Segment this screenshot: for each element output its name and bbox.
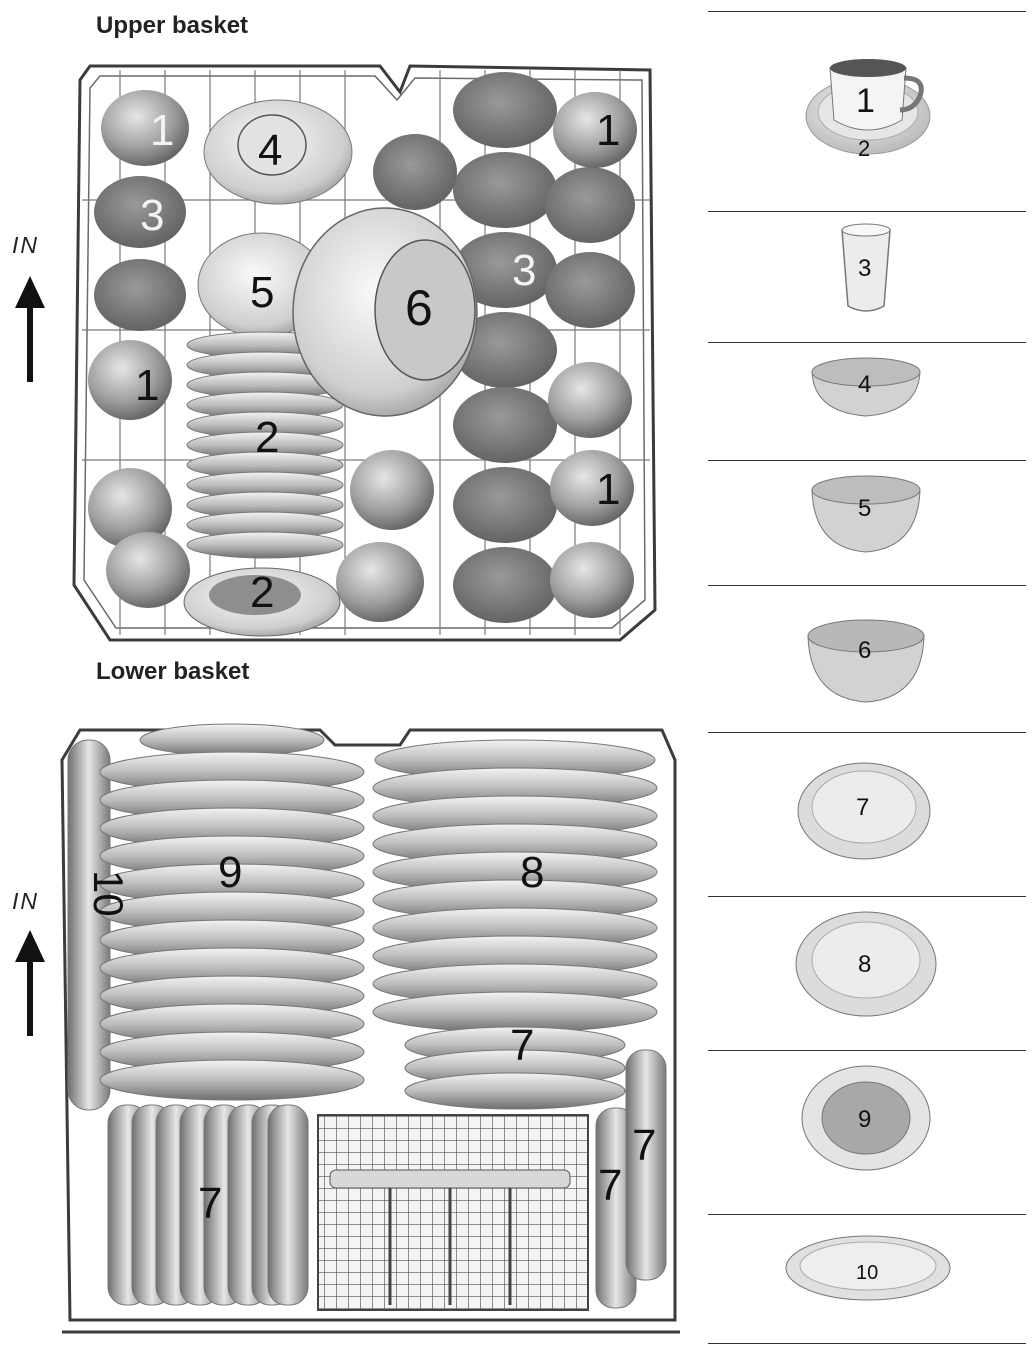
saucer-stack bbox=[186, 331, 344, 559]
legend-divider bbox=[708, 1214, 1026, 1215]
legend-glass: 3 bbox=[841, 223, 891, 312]
label-bowl-5: 5 bbox=[250, 268, 274, 317]
cup-group bbox=[88, 90, 637, 622]
upper-basket-frame bbox=[72, 64, 657, 642]
legend-cup-saucer: 1 2 bbox=[805, 59, 931, 161]
legend-plate-dinner: 8 bbox=[795, 911, 937, 1017]
upper-basket-title: Upper basket bbox=[96, 12, 249, 39]
legend-label-4: 4 bbox=[858, 371, 871, 398]
legend-divider bbox=[708, 342, 1026, 343]
legend-plate-dessert: 7 bbox=[797, 762, 931, 860]
legend-divider bbox=[708, 211, 1026, 212]
legend-divider bbox=[708, 585, 1026, 586]
label-bowl-6: 6 bbox=[405, 280, 433, 336]
legend-divider bbox=[708, 896, 1026, 897]
label-saucer-stack: 2 bbox=[255, 413, 279, 462]
legend-label-10: 10 bbox=[856, 1262, 878, 1284]
legend-bowl-small: 4 bbox=[811, 357, 921, 417]
upper-basket-inner-frame bbox=[83, 75, 646, 629]
lower-basket: 10 9 8 7 7 7 7 bbox=[60, 723, 680, 1334]
legend-divider bbox=[708, 11, 1026, 12]
arrow-up-icon bbox=[15, 276, 45, 382]
plate-7-right-b bbox=[625, 1049, 667, 1281]
cutlery-basket bbox=[317, 1114, 589, 1311]
legend-divider bbox=[708, 732, 1026, 733]
label-cup-right-mid: 1 bbox=[596, 465, 620, 514]
legend-label-1: 1 bbox=[856, 82, 875, 120]
label-plates-7-left: 7 bbox=[198, 1179, 222, 1228]
plate-stack-9 bbox=[99, 723, 365, 1101]
plate-stack-7-left bbox=[107, 1104, 309, 1306]
legend-divider bbox=[708, 1343, 1026, 1344]
glass-group-right bbox=[373, 72, 635, 623]
legend-bowl-large: 6 bbox=[807, 619, 925, 703]
lower-basket-title: Lower basket bbox=[96, 658, 250, 685]
label-plates-7-right-b: 7 bbox=[632, 1121, 656, 1170]
label-glass-right: 3 bbox=[512, 246, 536, 295]
legend-divider bbox=[708, 460, 1026, 461]
legend-platter: 10 bbox=[785, 1235, 951, 1301]
legend-bowl-medium: 5 bbox=[811, 475, 921, 553]
in-direction-label-upper: IN bbox=[12, 232, 39, 258]
in-direction-label-lower: IN bbox=[12, 888, 39, 914]
legend-label-2: 2 bbox=[858, 136, 870, 161]
label-saucer-bottom: 2 bbox=[250, 568, 274, 617]
label-plates-7-right-a: 7 bbox=[598, 1161, 622, 1210]
upper-basket: 1 4 3 5 6 3 1 2 1 1 2 bbox=[72, 64, 657, 642]
legend-label-5: 5 bbox=[858, 495, 871, 522]
label-plates-9: 9 bbox=[218, 848, 242, 897]
label-plates-7-center: 7 bbox=[510, 1021, 534, 1070]
label-glass-left: 3 bbox=[140, 191, 164, 240]
legend-label-8: 8 bbox=[858, 951, 871, 978]
legend-label-9: 9 bbox=[858, 1106, 871, 1133]
plate-stack-7-center bbox=[404, 1026, 626, 1110]
label-cup-right-top: 1 bbox=[596, 106, 620, 155]
label-cup-left-mid: 1 bbox=[135, 361, 159, 410]
legend-divider bbox=[708, 1050, 1026, 1051]
glass-group-left bbox=[94, 176, 186, 331]
plate-stack-8 bbox=[372, 739, 658, 1033]
legend-label-7: 7 bbox=[856, 794, 869, 821]
legend: 1 2 3 4 5 6 7 bbox=[708, 0, 1026, 1345]
label-platter-10: 10 bbox=[85, 870, 132, 917]
label-bowl-4: 4 bbox=[258, 126, 282, 175]
label-cup-left-top: 1 bbox=[150, 106, 174, 155]
legend-plate-soup: 9 bbox=[801, 1065, 931, 1171]
lower-basket-frame bbox=[60, 728, 677, 1322]
basket-diagram: 1 4 3 5 6 3 1 2 1 1 2 bbox=[60, 64, 680, 1334]
legend-label-6: 6 bbox=[858, 637, 871, 664]
arrow-up-icon bbox=[15, 930, 45, 1036]
label-plates-8: 8 bbox=[520, 848, 544, 897]
legend-label-3: 3 bbox=[858, 255, 871, 282]
platter-10 bbox=[67, 739, 111, 1111]
